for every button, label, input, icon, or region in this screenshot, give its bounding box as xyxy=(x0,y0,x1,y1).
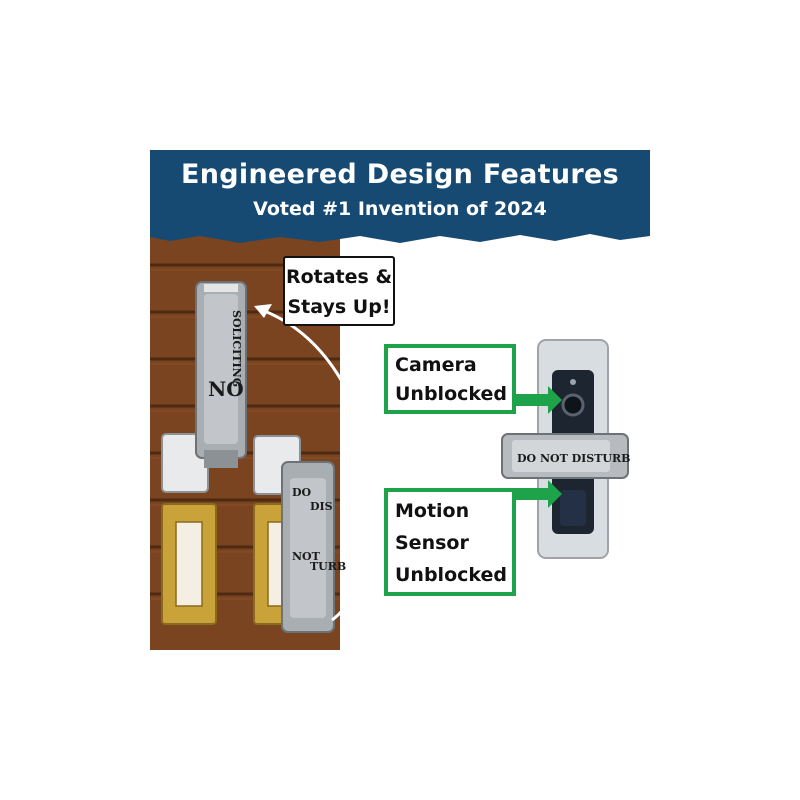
rotation-arrow-head xyxy=(254,304,272,318)
product-illustration: NO DO NOT DIS TURB DO NOT DISTURB SOLICI xyxy=(161,281,630,633)
callout-motion-line3: Unblocked xyxy=(395,564,507,586)
camera-lens xyxy=(561,393,585,417)
sign-dnd-col1: DO xyxy=(292,486,312,499)
sign-dnd-col3b: TURB xyxy=(310,560,346,573)
callout-camera-line1: Camera xyxy=(395,354,477,376)
callout-motion-line1: Motion xyxy=(395,500,470,522)
rotation-arrow xyxy=(261,308,376,622)
camera-arrow xyxy=(516,386,562,414)
motion-arrow xyxy=(516,480,562,508)
callout-rotates-line1: Rotates & xyxy=(285,266,393,288)
sign-soliciting-vertical: SOLICITING xyxy=(230,310,243,387)
callout-rotates: Rotates & Stays Up! xyxy=(283,256,395,326)
product-image: Engineered Design Features Voted #1 Inve… xyxy=(150,150,650,650)
sign-dnd-horizontal: DO NOT DISTURB xyxy=(517,452,630,465)
sign-dnd-col3a: DIS xyxy=(310,500,333,513)
banner-subtitle: Voted #1 Invention of 2024 xyxy=(253,198,547,220)
header-banner: Engineered Design Features Voted #1 Inve… xyxy=(150,150,650,250)
callout-camera: Camera Unblocked xyxy=(384,344,516,414)
callout-motion: Motion Sensor Unblocked xyxy=(384,488,516,596)
callout-rotates-line2: Stays Up! xyxy=(287,296,391,318)
callout-motion-line2: Sensor xyxy=(395,532,469,554)
callout-camera-line2: Unblocked xyxy=(395,383,507,405)
sign-dnd-col2: NOT xyxy=(292,550,321,563)
banner-title: Engineered Design Features xyxy=(181,159,619,190)
sign-no-big: NO xyxy=(208,377,244,401)
